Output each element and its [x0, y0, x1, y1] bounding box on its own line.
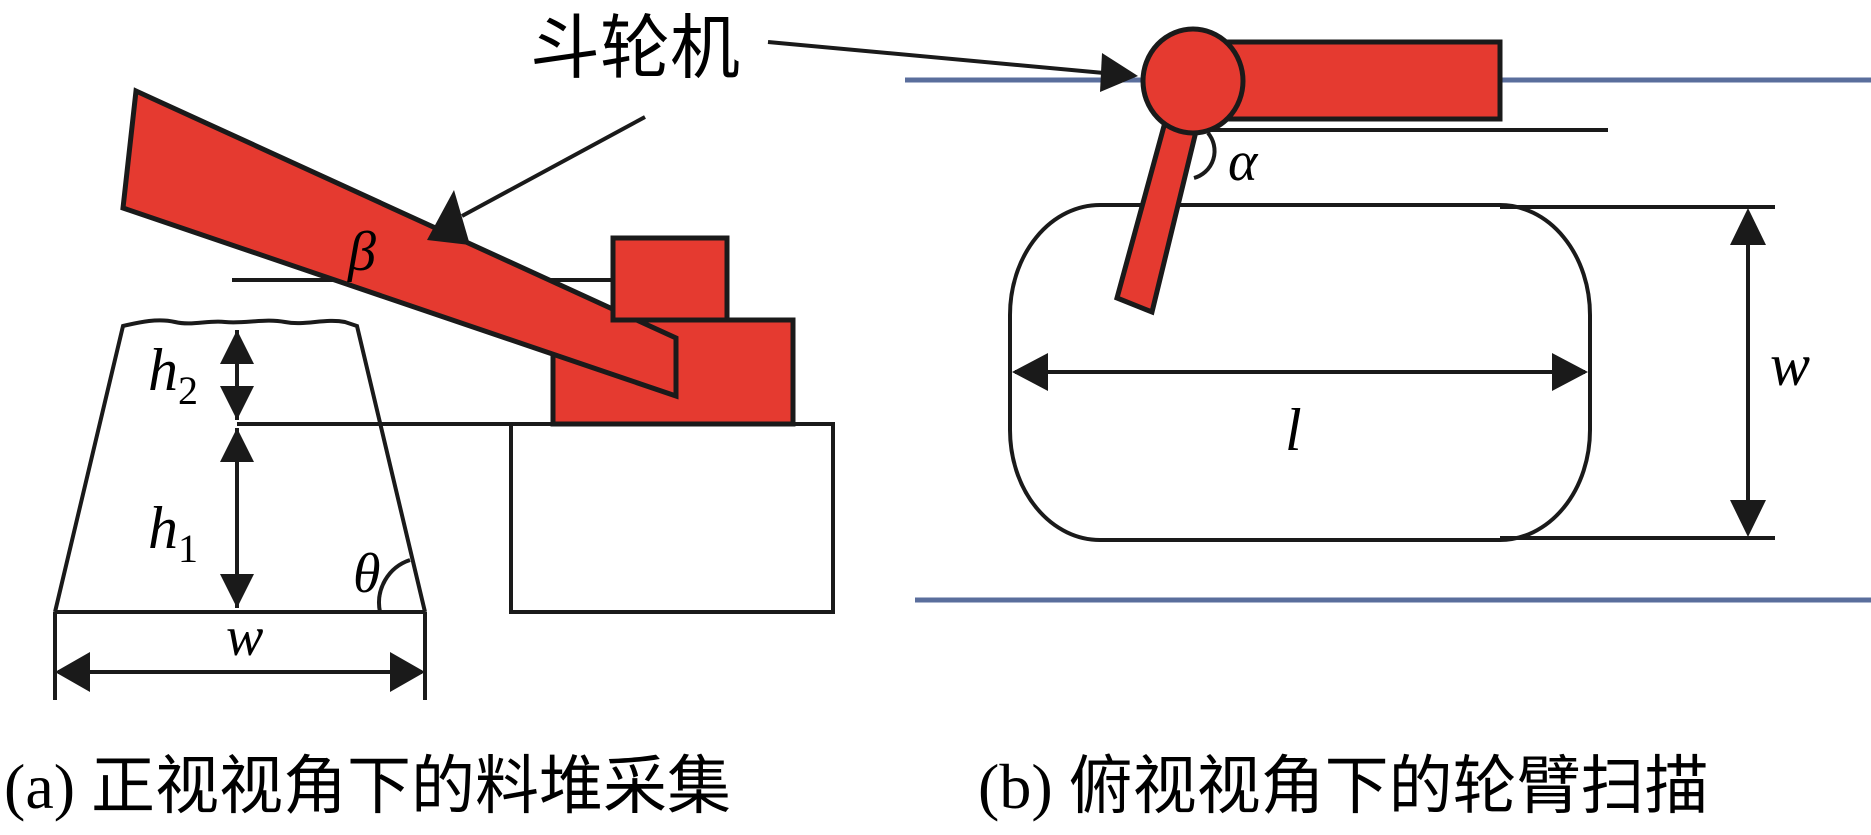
- callout-arrow-front: [461, 115, 646, 218]
- callout-label: 斗轮机: [530, 7, 740, 89]
- alpha-angle-arc: [1193, 131, 1217, 180]
- h1-arrow-bottom-icon: [220, 574, 254, 608]
- boom-arm-front: [120, 87, 679, 400]
- label-h1: h1: [148, 495, 198, 571]
- machine-base: [509, 422, 835, 614]
- bucket-wheel: [1140, 26, 1246, 136]
- callout-arrowhead-front-icon: [427, 190, 470, 245]
- label-w-front: w: [226, 606, 263, 668]
- label-alpha: α: [1228, 131, 1259, 193]
- caption-b: (b) 俯视视角下的轮臂扫描: [978, 751, 1709, 822]
- theta-angle-arc: [377, 558, 411, 613]
- l-arrow-right-icon: [1552, 353, 1588, 391]
- w-arrow-bottom-icon: [1730, 500, 1766, 537]
- label-h2: h2: [148, 337, 198, 413]
- l-arrow-left-icon: [1012, 353, 1048, 391]
- w-arrow-left-icon: [55, 652, 90, 692]
- h2-arrow-bottom-icon: [220, 386, 254, 420]
- w-arrow-right-icon: [390, 652, 425, 692]
- stockpile-top-view: [1008, 203, 1592, 542]
- callout-arrow-top: [767, 40, 1116, 76]
- w-arrow-top-icon: [1730, 208, 1766, 245]
- caption-a: (a) 正视视角下的料堆采集: [4, 751, 731, 822]
- panel-a-front-view: β h2 h1 θ w (a) 正视视角下的料堆采集: [4, 87, 835, 822]
- stockpile-outline: [53, 318, 427, 613]
- label-w-top: w: [1770, 332, 1810, 398]
- callout-arrowhead-top-icon: [1100, 53, 1138, 92]
- h2-arrow-top-icon: [220, 330, 254, 364]
- machine-cab-overlay: [610, 235, 730, 323]
- label-beta: β: [347, 221, 376, 283]
- label-l: l: [1285, 397, 1302, 463]
- label-theta: θ: [353, 543, 381, 605]
- h1-arrow-top-icon: [220, 428, 254, 462]
- panel-b-top-view: α l w (b) 俯视视角下的轮臂扫描: [767, 26, 1871, 822]
- boom-arm-top-view: [1114, 112, 1204, 316]
